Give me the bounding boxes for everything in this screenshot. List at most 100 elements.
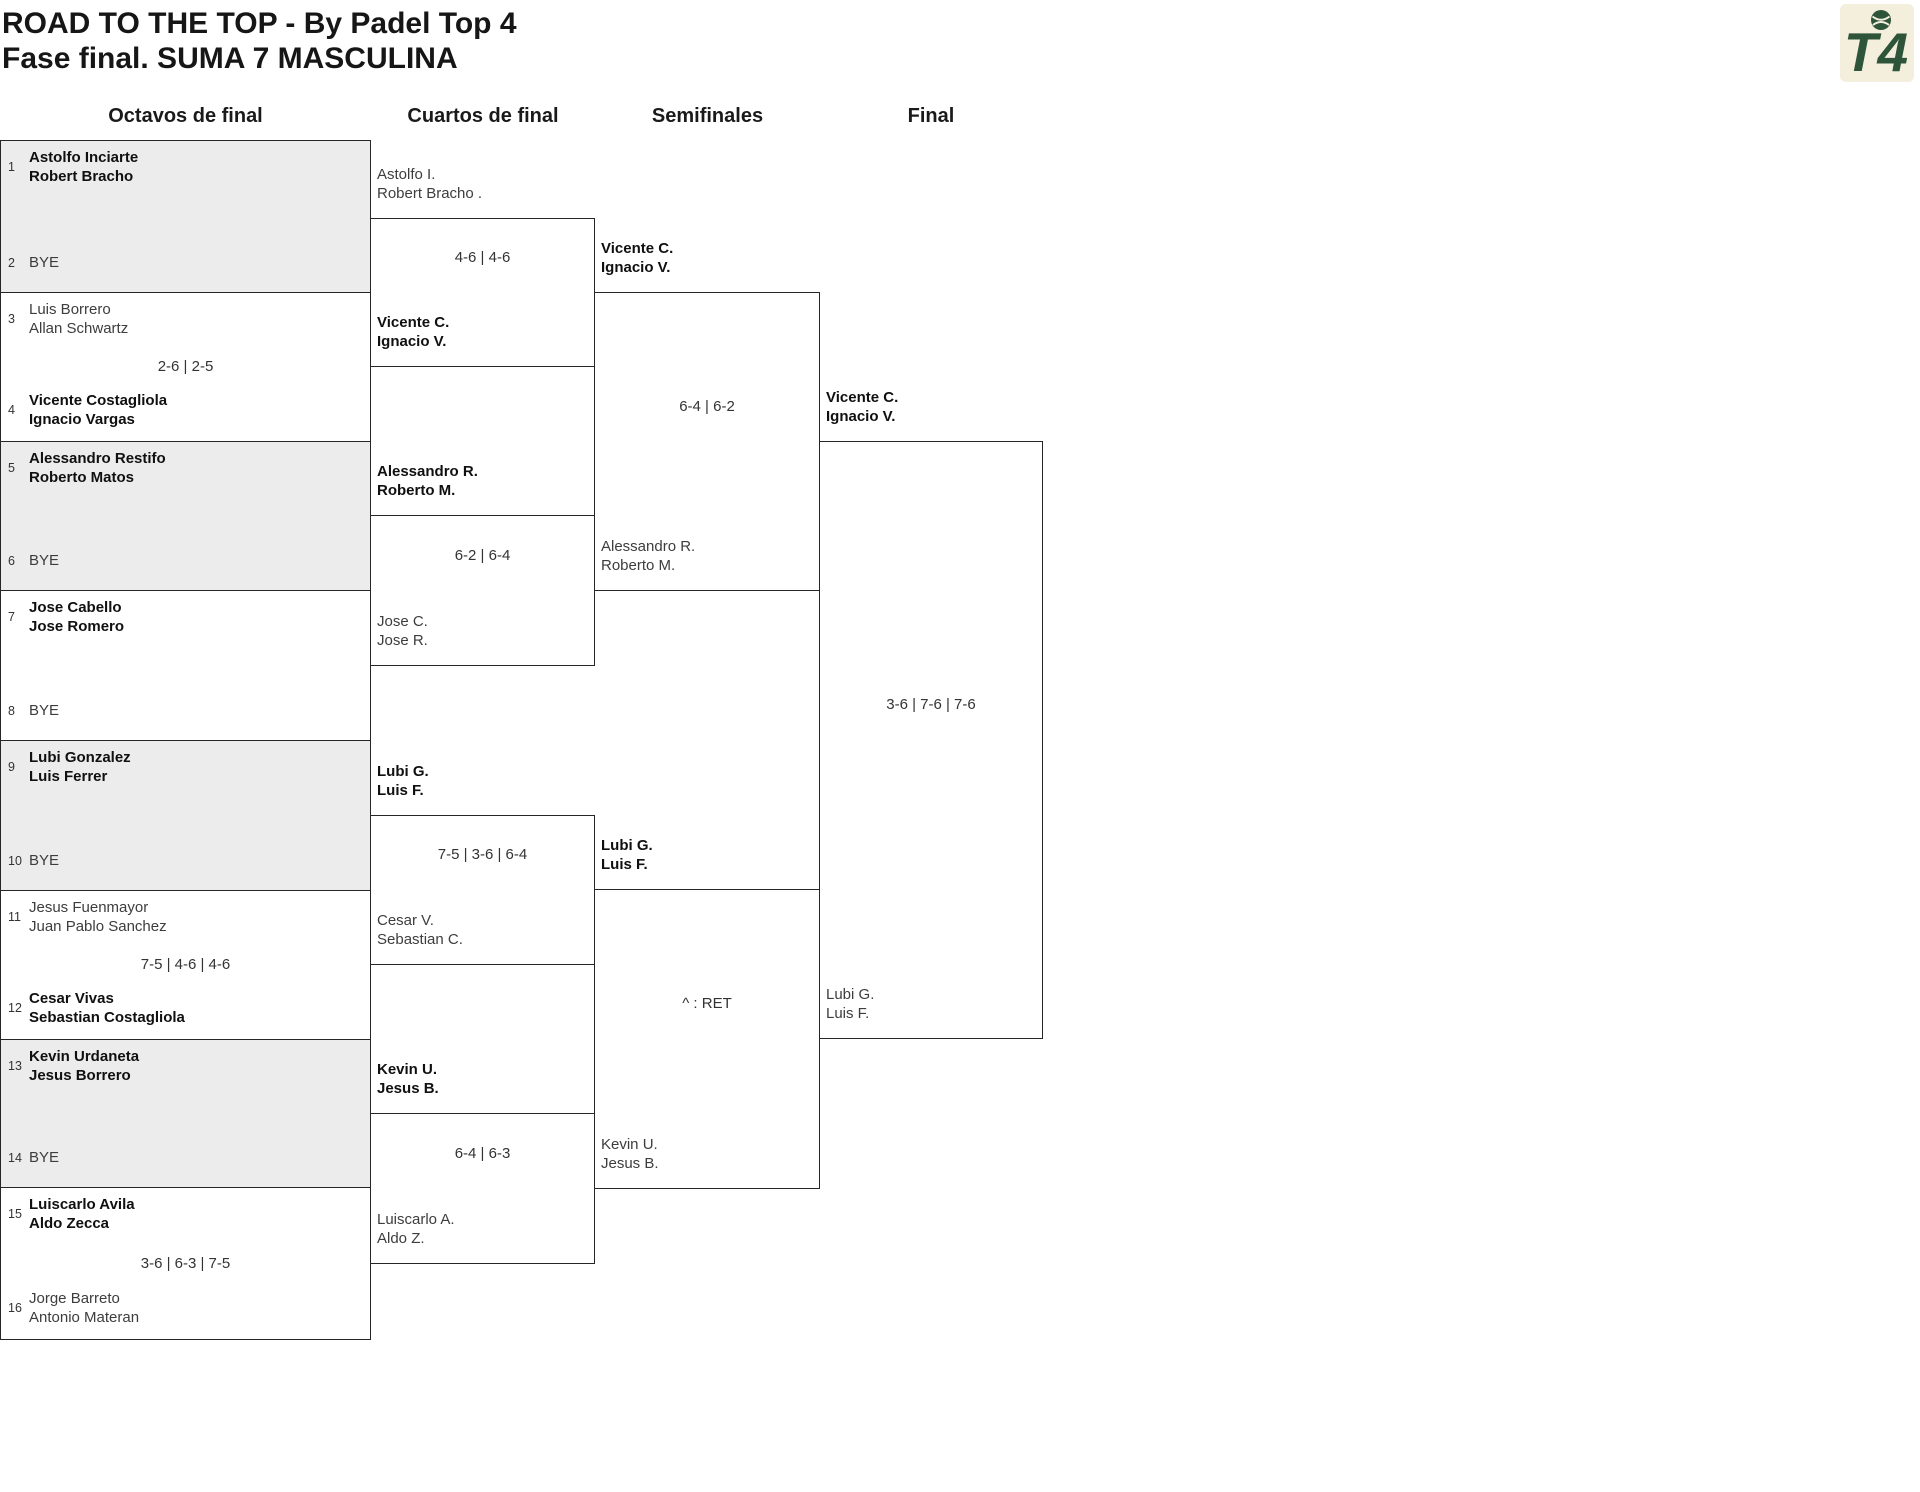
final-team-a: Vicente C. Ignacio V.	[826, 388, 898, 426]
octavos-match-1: 1 Astolfo Inciarte Robert Bracho 2 BYE	[0, 140, 371, 293]
cuartos-1-team-b: Vicente C. Ignacio V.	[377, 313, 449, 351]
player-name: Antonio Materan	[29, 1309, 140, 1326]
player-name: Robert Bracho .	[377, 185, 483, 202]
seed-number: 6	[8, 553, 15, 568]
bye-label: BYE	[29, 552, 60, 569]
player-name: Jesus B.	[601, 1155, 659, 1172]
player-name: Ignacio V.	[601, 259, 671, 276]
seed-number: 4	[8, 403, 15, 417]
player-name: Luis F.	[377, 782, 424, 799]
team-row: 1 Astolfo Inciarte Robert Bracho	[1, 148, 370, 186]
seed-number: 15	[8, 1207, 22, 1221]
team-row: 3 Luis Borrero Allan Schwartz	[1, 300, 370, 338]
player-name: Jose C.	[377, 613, 428, 630]
bye-label: BYE	[29, 1149, 60, 1166]
match-score: 3-6 | 6-3 | 7-5	[140, 1254, 231, 1272]
seed-number: 10	[8, 853, 22, 868]
player-name: Jesus Fuenmayor	[29, 899, 149, 916]
match-score: 6-4 | 6-3	[454, 1145, 511, 1162]
seed-number: 13	[8, 1059, 22, 1073]
match-score: 7-5 | 4-6 | 4-6	[140, 956, 231, 973]
player-name: Lubi G.	[826, 986, 875, 1003]
round-header-cuartos: Cuartos de final	[407, 105, 559, 127]
player-name: Juan Pablo Sanchez	[29, 918, 167, 935]
player-name: Cesar Vivas	[29, 990, 114, 1007]
match-score: 7-5 | 3-6 | 6-4	[437, 846, 528, 863]
team-row: 2 BYE	[1, 253, 370, 272]
player-name: Astolfo I.	[377, 166, 436, 183]
seed-number: 11	[8, 910, 21, 924]
semifinal-1-team-a: Vicente C. Ignacio V.	[601, 239, 673, 277]
player-name: Luis F.	[826, 1005, 870, 1022]
player-name: Aldo Zecca	[29, 1215, 110, 1232]
player-name: Alessandro R.	[601, 538, 696, 555]
player-name: Vicente C.	[601, 240, 674, 257]
octavos-match-5: 9 Lubi Gonzalez Luis Ferrer 10 BYE	[0, 740, 371, 891]
player-name: Kevin Urdaneta	[29, 1048, 140, 1065]
player-name: Ignacio V.	[826, 408, 896, 425]
player-name: Astolfo Inciarte	[29, 149, 139, 166]
bye-label: BYE	[29, 852, 60, 869]
match-score: 6-2 | 6-4	[454, 547, 511, 564]
seed-number: 9	[8, 760, 15, 774]
seed-number: 5	[8, 461, 15, 475]
player-name: Aldo Z.	[377, 1230, 425, 1247]
player-name: Jorge Barreto	[29, 1290, 120, 1307]
team-row: 6 BYE	[1, 551, 370, 570]
match-score: ^ : RET	[682, 995, 732, 1012]
seed-number: 2	[8, 255, 15, 270]
match-score: 2-6 | 2-5	[157, 358, 214, 375]
seed-number: 14	[8, 1150, 22, 1165]
cuartos-2-team-a: Alessandro R. Roberto M.	[377, 462, 478, 500]
team-row: 16 Jorge Barreto Antonio Materan	[1, 1289, 370, 1327]
player-name: Luis Borrero	[29, 301, 111, 318]
player-name: Roberto M.	[377, 482, 456, 499]
page-title-line2: Fase final. SUMA 7 MASCULINA	[2, 42, 458, 75]
player-name: Luiscarlo Avila	[29, 1196, 135, 1213]
player-name: Jose Cabello	[29, 599, 122, 616]
team-row: 11 Jesus Fuenmayor Juan Pablo Sanchez	[1, 898, 370, 936]
team-row: 15 Luiscarlo Avila Aldo Zecca	[1, 1195, 370, 1233]
seed-number: 1	[8, 160, 15, 174]
team-row: 14 BYE	[1, 1148, 370, 1167]
seed-number: 8	[8, 703, 15, 718]
semifinal-2-team-a: Lubi G. Luis F.	[601, 836, 653, 874]
seed-number: 12	[8, 1001, 22, 1015]
cuartos-4-team-b: Luiscarlo A. Aldo Z.	[377, 1210, 455, 1248]
player-name: Allan Schwartz	[29, 320, 129, 337]
bye-label: BYE	[29, 254, 60, 271]
bye-label: BYE	[29, 702, 60, 719]
team-row: 7 Jose Cabello Jose Romero	[1, 598, 370, 636]
player-name: Vicente C.	[826, 389, 899, 406]
team-row: 13 Kevin Urdaneta Jesus Borrero	[1, 1047, 370, 1085]
team-row: 4 Vicente Costagliola Ignacio Vargas	[1, 391, 370, 429]
player-name: Sebastian Costagliola	[29, 1009, 185, 1026]
octavos-match-8: 15 Luiscarlo Avila Aldo Zecca 3-6 | 6-3 …	[0, 1187, 371, 1340]
t4-logo-icon: T4	[1844, 10, 1908, 83]
semifinal-1-team-b: Alessandro R. Roberto M.	[601, 537, 695, 575]
seed-number: 16	[8, 1301, 22, 1315]
cuartos-3-team-a: Lubi G. Luis F.	[377, 762, 429, 800]
svg-text:T4: T4	[1844, 21, 1908, 82]
player-name: Roberto Matos	[29, 469, 134, 486]
player-name: Lubi G.	[601, 837, 653, 854]
player-name: Luis F.	[601, 856, 648, 873]
player-name: Robert Bracho	[29, 168, 134, 185]
cuartos-2-team-b: Jose C. Jose R.	[377, 612, 428, 650]
player-name: Vicente C.	[377, 314, 450, 331]
player-name: Jose Romero	[29, 618, 125, 635]
team-row: 5 Alessandro Restifo Roberto Matos	[1, 449, 370, 487]
team-row: 12 Cesar Vivas Sebastian Costagliola	[1, 989, 370, 1027]
team-row: 10 BYE	[1, 851, 370, 870]
octavos-match-4: 7 Jose Cabello Jose Romero 8 BYE	[0, 590, 371, 741]
final-box	[819, 441, 1043, 1039]
player-name: Alessandro Restifo	[29, 450, 166, 467]
match-score: 3-6 | 7-6 | 7-6	[886, 696, 976, 713]
player-name: Ignacio Vargas	[29, 411, 135, 428]
octavos-match-7: 13 Kevin Urdaneta Jesus Borrero 14 BYE	[0, 1039, 371, 1188]
player-name: Luiscarlo A.	[377, 1211, 455, 1228]
player-name: Lubi Gonzalez	[29, 749, 131, 766]
player-name: Kevin U.	[601, 1136, 658, 1153]
padel-top4-logo: T4	[1840, 4, 1914, 83]
